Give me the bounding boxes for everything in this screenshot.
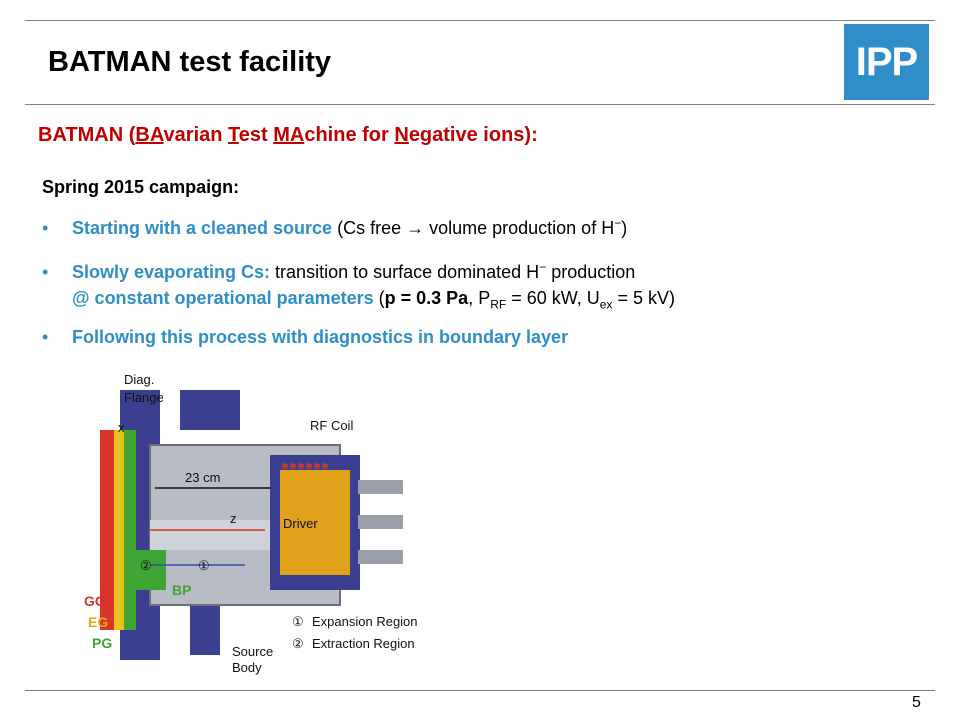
- bullet-item: •Slowly evaporating Cs: transition to su…: [42, 254, 675, 318]
- label-axis-x: x: [118, 420, 125, 435]
- bias-plate: [136, 550, 166, 590]
- grid-pg: [124, 430, 136, 630]
- connector-top: [358, 480, 403, 494]
- bullet-continuation: @ constant operational parameters (p = 0…: [72, 288, 675, 312]
- label-rf-coil: RF Coil: [310, 418, 353, 433]
- legend-marker-1: ①: [292, 614, 304, 629]
- page-number: 5: [912, 694, 921, 711]
- bullet-dot: •: [42, 218, 49, 238]
- batman-schematic: Diag. Flange RF Coil 23 cm z x Driver GG…: [84, 372, 418, 675]
- label-source-body-2: Body: [232, 660, 262, 675]
- legend-marker-2: ②: [292, 636, 304, 651]
- grid-gg: [100, 430, 114, 630]
- rf-coil: [282, 463, 328, 469]
- legend-extraction: Extraction Region: [312, 636, 415, 651]
- bullet-item: •Starting with a cleaned source (Cs free…: [42, 210, 627, 241]
- bullet-dot: •: [42, 327, 49, 347]
- flange-top: [180, 390, 240, 430]
- connector-bottom: [358, 550, 403, 564]
- footer-rule: [25, 690, 935, 691]
- section-subtitle: BATMAN (BAvarian Test MAchine for Negati…: [38, 124, 538, 146]
- label-diag-flange-2: Flange: [124, 390, 164, 405]
- driver: [280, 470, 350, 575]
- campaign-heading: Spring 2015 campaign:: [42, 177, 240, 197]
- ipp-logo: IPP: [844, 24, 929, 100]
- label-region1-marker: ①: [198, 558, 210, 573]
- label-gg: GG: [84, 593, 106, 609]
- label-source-body-1: Source: [232, 644, 273, 659]
- label-driver: Driver: [283, 516, 318, 531]
- bullet-item: •Following this process with diagnostics…: [42, 324, 568, 350]
- legend-expansion: Expansion Region: [312, 614, 418, 629]
- top-rule: [25, 20, 935, 21]
- label-eg: EG: [88, 614, 108, 630]
- page-title: BATMAN test facility: [48, 46, 332, 78]
- label-diag-flange-1: Diag.: [124, 372, 154, 387]
- label-bp: BP: [172, 582, 191, 598]
- header-rule: [25, 104, 935, 105]
- label-axis-z: z: [230, 511, 237, 526]
- grid-eg: [114, 430, 124, 630]
- connector-mid: [358, 515, 403, 529]
- label-pg: PG: [92, 635, 112, 651]
- label-region2-marker: ②: [140, 558, 152, 573]
- bullet-dot: •: [42, 262, 49, 282]
- label-dimension: 23 cm: [185, 470, 220, 485]
